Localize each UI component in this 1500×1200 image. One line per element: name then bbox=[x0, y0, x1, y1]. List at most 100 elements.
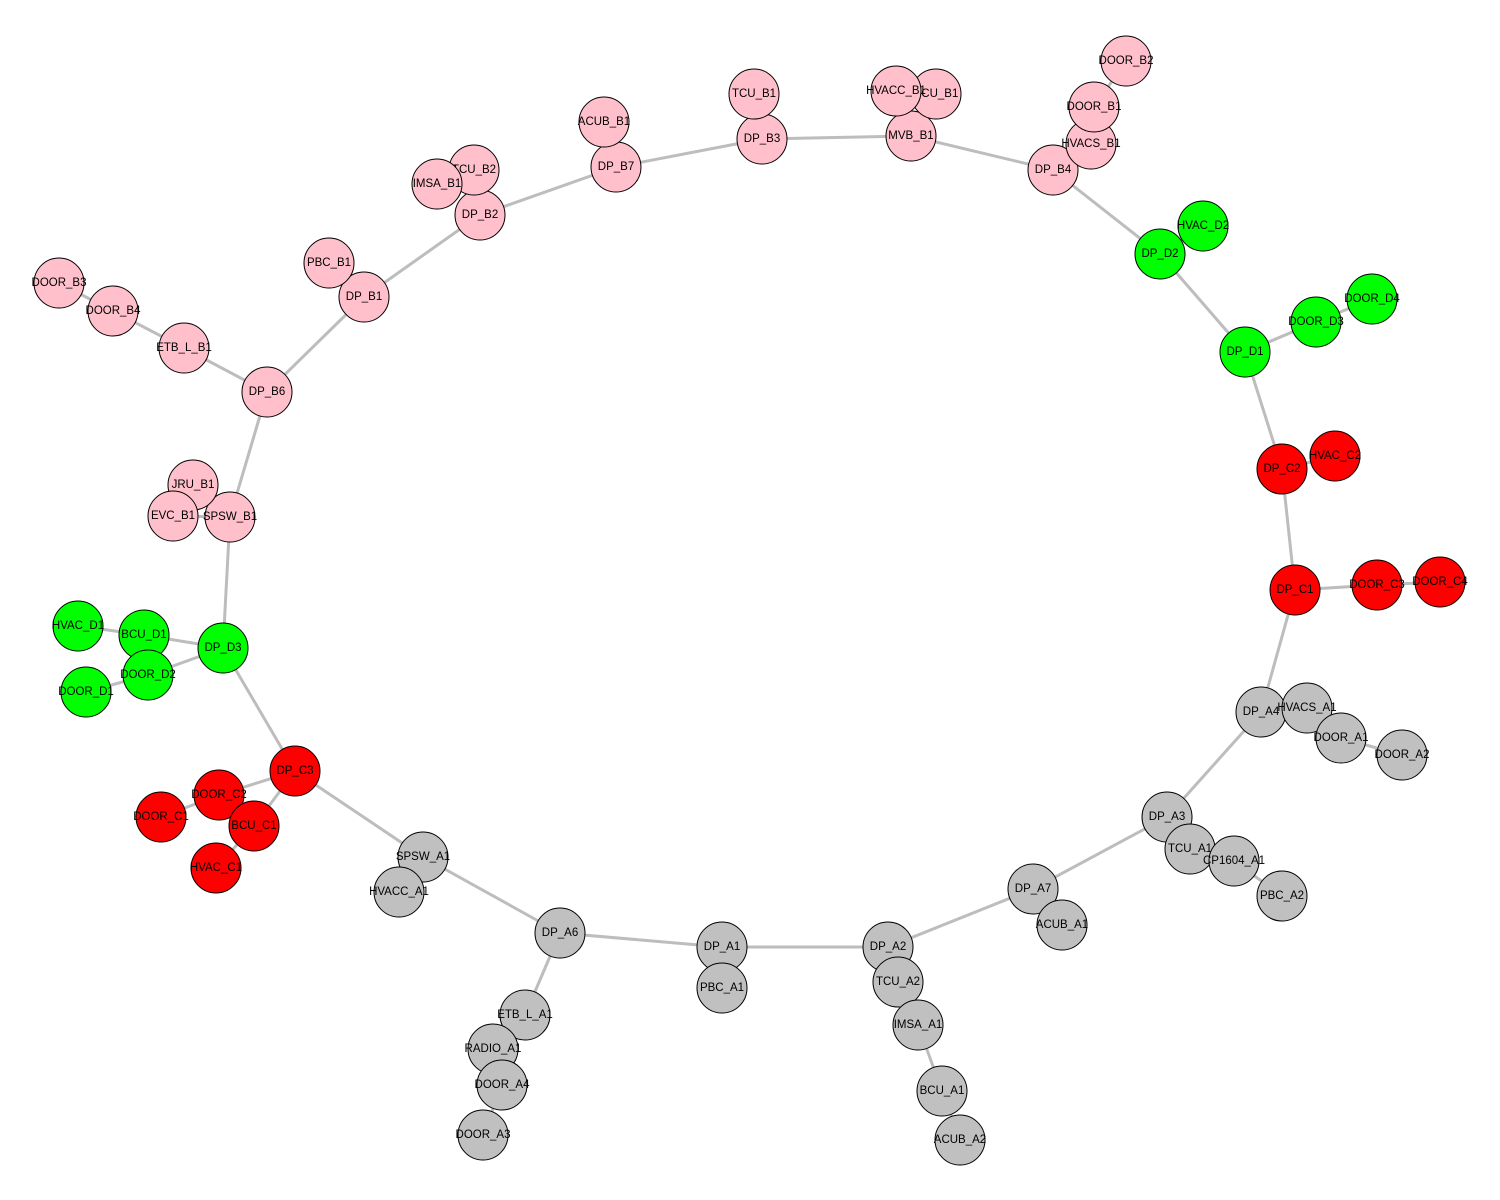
node-door-d2[interactable]: DOOR_D2 bbox=[120, 649, 176, 701]
node-dp-b4[interactable]: DP_B4 bbox=[1027, 144, 1079, 196]
node-circle[interactable] bbox=[1346, 273, 1398, 325]
node-dp-b2[interactable]: DP_B2 bbox=[454, 189, 506, 241]
node-door-b3[interactable]: DOOR_B3 bbox=[32, 257, 87, 309]
node-dp-d1[interactable]: DP_D1 bbox=[1219, 326, 1271, 378]
node-circle[interactable] bbox=[411, 158, 463, 210]
node-mvb-b1[interactable]: MVB_B1 bbox=[885, 110, 937, 162]
node-circle[interactable] bbox=[534, 907, 586, 959]
node-door-c4[interactable]: DOOR_C4 bbox=[1412, 556, 1468, 608]
node-circle[interactable] bbox=[33, 257, 85, 309]
node-circle[interactable] bbox=[578, 96, 630, 148]
node-door-b2[interactable]: DOOR_B2 bbox=[1099, 35, 1154, 87]
node-dp-d2[interactable]: DP_D2 bbox=[1134, 228, 1186, 280]
node-circle[interactable] bbox=[1315, 712, 1367, 764]
node-pbc-b1[interactable]: PBC_B1 bbox=[303, 237, 355, 289]
node-dp-a7[interactable]: DP_A7 bbox=[1007, 863, 1059, 915]
node-door-c1[interactable]: DOOR_C1 bbox=[133, 791, 189, 843]
node-circle[interactable] bbox=[728, 68, 780, 120]
node-hvacc-b1[interactable]: HVACC_B1 bbox=[866, 65, 926, 117]
node-circle[interactable] bbox=[870, 65, 922, 117]
node-circle[interactable] bbox=[241, 366, 293, 418]
node-circle[interactable] bbox=[158, 322, 210, 374]
node-bcu-c1[interactable]: BCU_C1 bbox=[228, 800, 280, 852]
node-circle[interactable] bbox=[1007, 863, 1059, 915]
node-door-b1[interactable]: DOOR_B1 bbox=[1067, 81, 1122, 133]
node-dp-d3[interactable]: DP_D3 bbox=[197, 622, 249, 674]
node-hvac-c1[interactable]: HVAC_C1 bbox=[190, 842, 242, 894]
node-circle[interactable] bbox=[197, 622, 249, 674]
node-circle[interactable] bbox=[499, 989, 551, 1041]
node-dp-a6[interactable]: DP_A6 bbox=[534, 907, 586, 959]
node-evc-b1[interactable]: EVC_B1 bbox=[147, 490, 199, 542]
node-circle[interactable] bbox=[1281, 682, 1333, 734]
node-acub-a2[interactable]: ACUB_A2 bbox=[934, 1114, 986, 1166]
node-door-a3[interactable]: DOOR_A3 bbox=[456, 1109, 511, 1161]
node-circle[interactable] bbox=[1351, 559, 1403, 611]
node-door-b4[interactable]: DOOR_B4 bbox=[86, 285, 142, 337]
node-door-c2[interactable]: DOOR_C2 bbox=[191, 769, 247, 821]
node-etb-l-b1[interactable]: ETB_L_B1 bbox=[156, 322, 212, 374]
node-dp-c3[interactable]: DP_C3 bbox=[269, 745, 321, 797]
node-door-d3[interactable]: DOOR_D3 bbox=[1288, 296, 1344, 348]
node-circle[interactable] bbox=[190, 842, 242, 894]
node-dp-b7[interactable]: DP_B7 bbox=[590, 141, 642, 193]
node-acub-b1[interactable]: ACUB_B1 bbox=[578, 96, 630, 148]
node-circle[interactable] bbox=[892, 999, 944, 1051]
node-circle[interactable] bbox=[147, 490, 199, 542]
node-hvac-c2[interactable]: HVAC_C2 bbox=[1309, 430, 1361, 482]
node-hvac-d1[interactable]: HVAC_D1 bbox=[52, 600, 104, 652]
node-door-a1[interactable]: DOOR_A1 bbox=[1314, 712, 1369, 764]
node-dp-c1[interactable]: DP_C1 bbox=[1269, 564, 1321, 616]
node-tcu-b1[interactable]: TCU_B1 bbox=[728, 68, 780, 120]
node-circle[interactable] bbox=[1256, 870, 1308, 922]
node-dp-b6[interactable]: DP_B6 bbox=[241, 366, 293, 418]
node-circle[interactable] bbox=[122, 649, 174, 701]
node-etb-l-a1[interactable]: ETB_L_A1 bbox=[497, 989, 553, 1041]
node-circle[interactable] bbox=[1256, 443, 1308, 495]
node-circle[interactable] bbox=[872, 956, 924, 1008]
node-circle[interactable] bbox=[228, 800, 280, 852]
node-door-d4[interactable]: DOOR_D4 bbox=[1344, 273, 1400, 325]
node-circle[interactable] bbox=[934, 1114, 986, 1166]
node-circle[interactable] bbox=[1219, 326, 1271, 378]
node-pbc-a2[interactable]: PBC_A2 bbox=[1256, 870, 1308, 922]
node-hvac-d2[interactable]: HVAC_D2 bbox=[1177, 200, 1229, 252]
node-circle[interactable] bbox=[1269, 564, 1321, 616]
node-circle[interactable] bbox=[60, 666, 112, 718]
node-circle[interactable] bbox=[1036, 899, 1088, 951]
node-tcu-a2[interactable]: TCU_A2 bbox=[872, 956, 924, 1008]
node-bcu-b1[interactable]: BCU_B1 bbox=[910, 68, 962, 120]
node-circle[interactable] bbox=[269, 745, 321, 797]
node-circle[interactable] bbox=[1068, 81, 1120, 133]
node-dp-a4[interactable]: DP_A4 bbox=[1235, 686, 1287, 738]
node-bcu-a1[interactable]: BCU_A1 bbox=[916, 1065, 968, 1117]
node-circle[interactable] bbox=[373, 866, 425, 918]
node-circle[interactable] bbox=[1414, 556, 1466, 608]
node-circle[interactable] bbox=[204, 491, 256, 543]
node-circle[interactable] bbox=[1376, 729, 1428, 781]
node-circle[interactable] bbox=[135, 791, 187, 843]
node-circle[interactable] bbox=[193, 769, 245, 821]
node-circle[interactable] bbox=[338, 271, 390, 323]
node-circle[interactable] bbox=[87, 285, 139, 337]
node-door-a4[interactable]: DOOR_A4 bbox=[475, 1059, 531, 1111]
node-circle[interactable] bbox=[457, 1109, 509, 1161]
node-imsa-a1[interactable]: IMSA_A1 bbox=[892, 999, 944, 1051]
node-circle[interactable] bbox=[476, 1059, 528, 1111]
node-spsw-b1[interactable]: SPSW_B1 bbox=[203, 491, 257, 543]
node-circle[interactable] bbox=[1027, 144, 1079, 196]
node-circle[interactable] bbox=[1290, 296, 1342, 348]
node-acub-a1[interactable]: ACUB_A1 bbox=[1036, 899, 1088, 951]
node-circle[interactable] bbox=[303, 237, 355, 289]
node-hvacc-a1[interactable]: HVACC_A1 bbox=[369, 866, 429, 918]
node-dp-b3[interactable]: DP_B3 bbox=[736, 113, 788, 165]
node-imsa-b1[interactable]: IMSA_B1 bbox=[411, 158, 463, 210]
node-circle[interactable] bbox=[916, 1065, 968, 1117]
node-pbc-a1[interactable]: PBC_A1 bbox=[696, 962, 748, 1014]
node-door-d1[interactable]: DOOR_D1 bbox=[58, 666, 114, 718]
node-circle[interactable] bbox=[52, 600, 104, 652]
node-cp1604-a1[interactable]: CP1604_A1 bbox=[1203, 835, 1265, 887]
node-dp-a1[interactable]: DP_A1 bbox=[696, 921, 748, 973]
node-circle[interactable] bbox=[1100, 35, 1152, 87]
node-door-c3[interactable]: DOOR_C3 bbox=[1349, 559, 1405, 611]
